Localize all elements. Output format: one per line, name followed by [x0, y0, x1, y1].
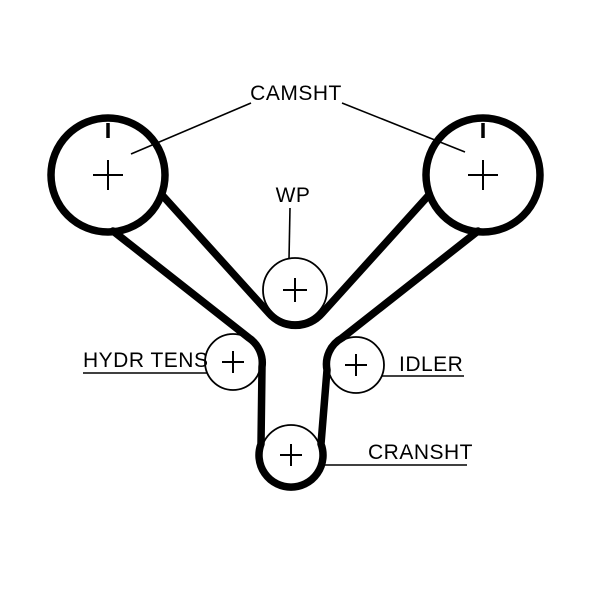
- hydraulic-tensioner-pulley: [204, 333, 262, 391]
- belt-wrap-left-camshaft: [47, 114, 169, 236]
- center-cross-left-camshaft: [93, 160, 123, 190]
- camshaft-leader-right: [341, 102, 466, 153]
- camshaft-label: CAMSHT: [250, 82, 342, 105]
- center-cross-hydraulic-tensioner: [222, 351, 244, 373]
- center-cross-crankshaft: [280, 444, 302, 466]
- idler-label: IDLER: [399, 353, 463, 376]
- idler-pulley: [327, 336, 385, 394]
- hydraulic-tensioner-label: HYDR TENS: [83, 349, 208, 372]
- belt-wrap-right-camshaft: [422, 114, 544, 236]
- belt-inner-span: [157, 190, 434, 330]
- crankshaft-pulley: [260, 424, 322, 486]
- center-cross-water-pump: [283, 278, 307, 302]
- belt-outer-span: [109, 227, 482, 491]
- center-cross-right-camshaft: [468, 160, 498, 190]
- crankshaft-label: CRANSHT: [368, 441, 473, 464]
- camshaft-leader-left: [130, 102, 252, 155]
- water-pump-leader: [288, 207, 291, 260]
- water-pump-label: WP: [276, 184, 311, 207]
- water-pump-pulley: [262, 257, 328, 323]
- center-cross-idler: [345, 354, 367, 376]
